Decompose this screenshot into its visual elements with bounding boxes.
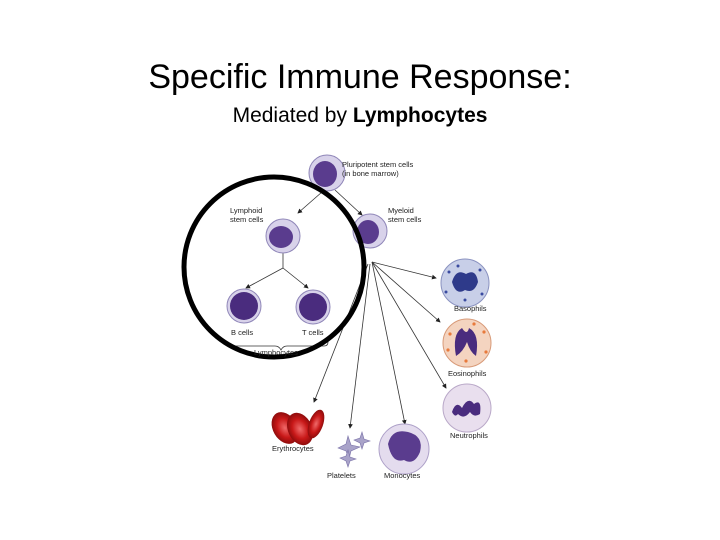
erythrocytes-label: Erythrocytes: [272, 444, 314, 453]
neutrophil: [442, 383, 492, 433]
t-cell: [295, 289, 331, 325]
lymphocyte-highlight-circle: [181, 174, 367, 360]
myeloid-label-line2: stem cells: [388, 215, 422, 224]
platelets: [337, 430, 371, 468]
lineage-lines: [245, 189, 447, 429]
monocytes-label: Monocytes: [384, 471, 421, 480]
b-cells-label: B cells: [231, 328, 253, 337]
pluripotent-label-line2: (in bone marrow): [342, 169, 399, 178]
erythrocytes: [271, 409, 325, 446]
platelets-label: Platelets: [327, 471, 356, 480]
lymphoid-stem-cell: [265, 218, 301, 254]
monocyte: [378, 423, 430, 475]
subtitle-emphasis: Lymphocytes: [352, 104, 488, 127]
lymphocytes-label: Lymphocytes: [254, 348, 298, 357]
myeloid-label-line1: Myeloid: [388, 206, 414, 215]
lymphoid-label-line1: Lymphoid: [230, 206, 262, 215]
b-cell: [226, 288, 262, 324]
pluripotent-label-line1: Pluripotent stem cells: [342, 160, 414, 169]
t-cells-label: T cells: [302, 328, 324, 337]
slide-subtitle: Mediated by Lymphocytes: [0, 104, 720, 128]
lymphoid-label-line2: stem cells: [230, 215, 264, 224]
eosinophil: [442, 318, 492, 368]
basophil: [440, 258, 490, 308]
pluripotent-stem-cell: [308, 154, 346, 192]
slide-title: Specific Immune Response:: [148, 58, 572, 96]
subtitle-prefix: Mediated by: [232, 104, 353, 127]
eosinophils-label: Eosinophils: [448, 369, 487, 378]
basophils-label: Basophils: [454, 304, 487, 313]
neutrophils-label: Neutrophils: [450, 431, 488, 440]
